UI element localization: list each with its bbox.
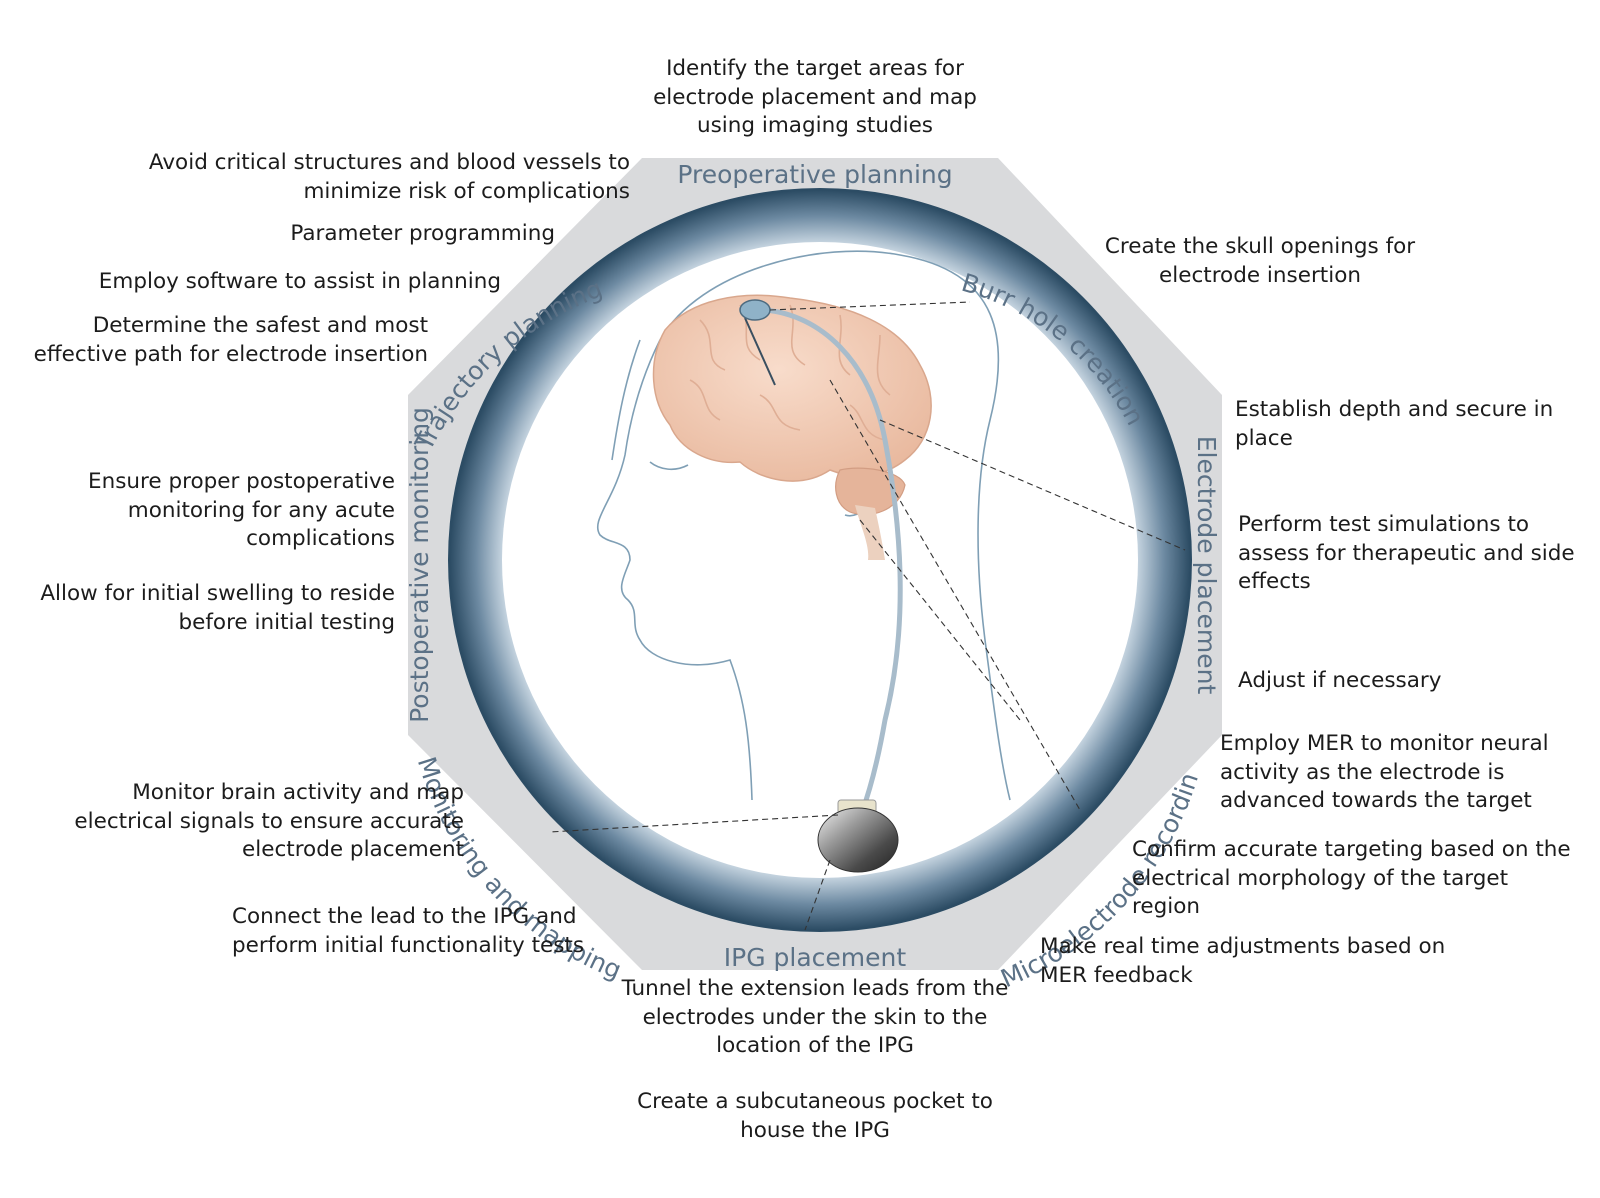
note-confirm-targeting: Confirm accurate targeting based on the …: [1132, 837, 1571, 919]
note-swelling: Allow for initial swelling to reside bef…: [40, 581, 395, 635]
burr-hole-cap: [739, 299, 771, 321]
note-employ-mer: Employ MER to monitor neural activity as…: [1220, 731, 1549, 813]
note-identify-targets: Identify the target areas for electrode …: [653, 56, 977, 138]
note-safest-path: Determine the safest and most effective …: [33, 313, 428, 367]
note-subcutaneous-pocket: Create a subcutaneous pocket to house th…: [637, 1089, 993, 1143]
leader-lines: [549, 301, 1186, 931]
note-skull-openings: Create the skull openings for electrode …: [1104, 234, 1416, 288]
note-connect-lead: Connect the lead to the IPG and perform …: [232, 904, 585, 958]
note-test-simulations: Perform test simulations to assess for t…: [1238, 512, 1575, 594]
stage-label-preoperative: Preoperative planning: [677, 160, 952, 189]
note-adjust: Adjust if necessary: [1238, 668, 1442, 693]
note-avoid-structures: Avoid critical structures and blood vess…: [148, 150, 630, 204]
note-postop-monitoring: Ensure proper postoperative monitoring f…: [87, 469, 395, 551]
note-tunnel-leads: Tunnel the extension leads from the elec…: [621, 976, 1009, 1058]
note-parameter-programming: Parameter programming: [290, 221, 555, 246]
note-depth-secure: Establish depth and secure in place: [1235, 397, 1554, 451]
electrode-lead: [739, 299, 903, 813]
ipg-device: [817, 799, 899, 873]
note-employ-software: Employ software to assist in planning: [98, 269, 501, 294]
stage-label-electrode: Electrode placement: [1192, 436, 1221, 695]
note-realtime-adjust: Make real time adjustments based on MER …: [1040, 934, 1446, 988]
stage-label-postoperative: Postoperative monitoring: [405, 407, 434, 723]
stage-label-ipg: IPG placement: [724, 943, 907, 972]
note-monitor-brain: Monitor brain activity and map electrica…: [74, 780, 464, 862]
